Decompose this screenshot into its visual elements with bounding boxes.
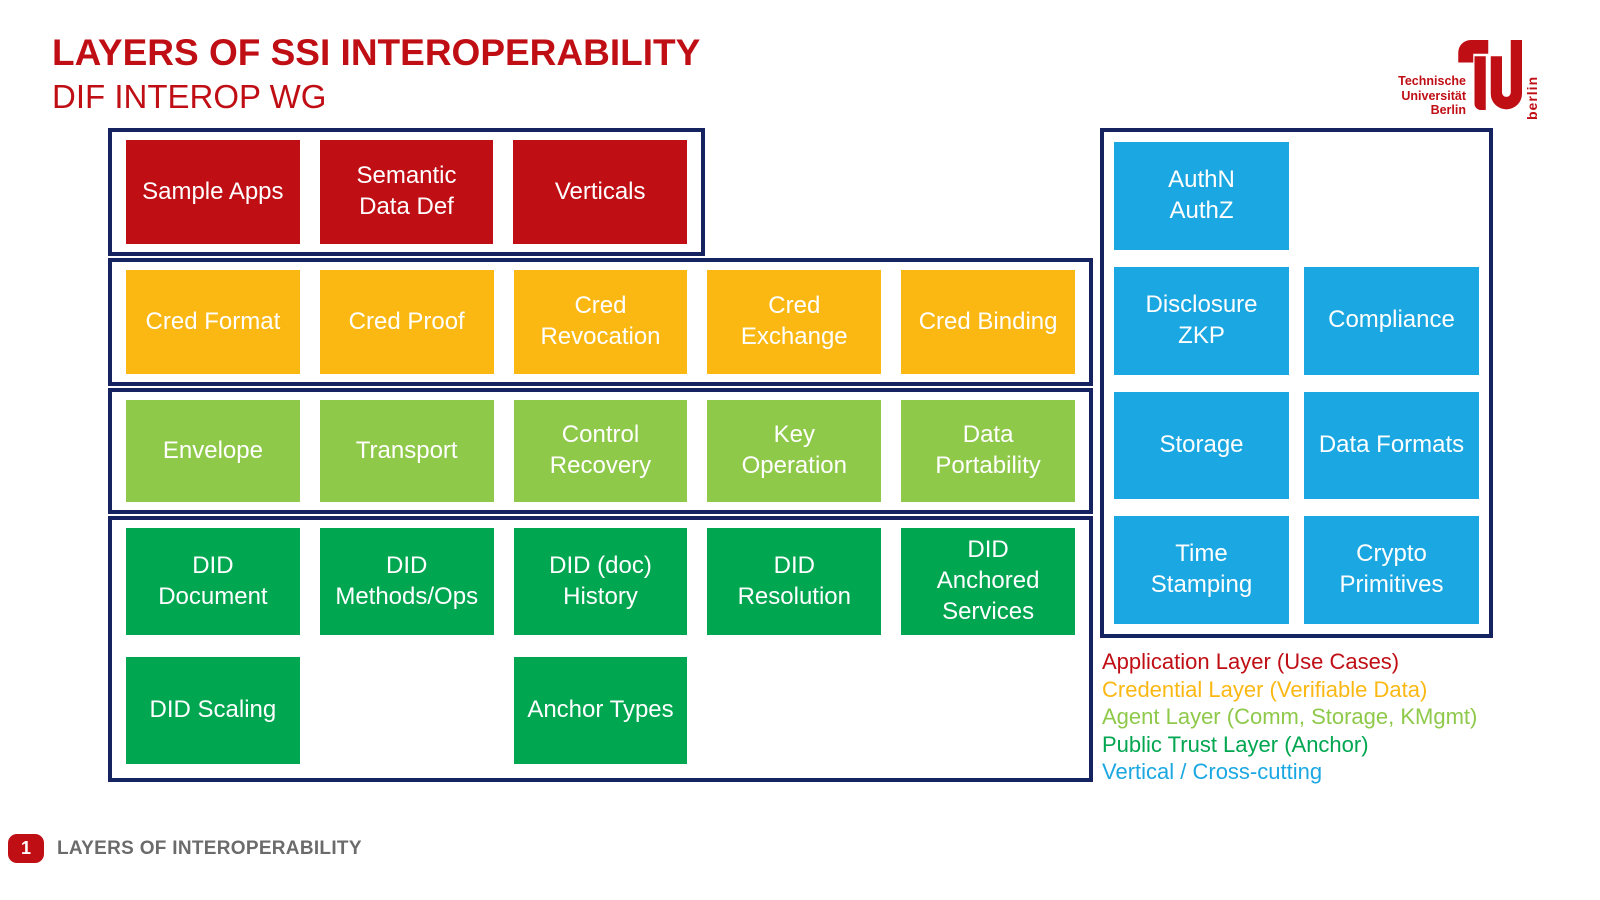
box-storage: Storage (1114, 391, 1289, 500)
vertical-cross-cutting-group: AuthN AuthZ Disclosure ZKP Compliance St… (1100, 128, 1493, 638)
box-authn-authz: AuthN AuthZ (1114, 142, 1289, 250)
box-did-scaling: DID Scaling (126, 657, 300, 764)
box-semantic-data-def: Semantic Data Def (319, 140, 494, 244)
box-did-doc-history: DID (doc) History (513, 528, 688, 635)
logo-line-2: Universität (1401, 88, 1466, 103)
logo-line-1: Technische (1398, 74, 1466, 88)
box-envelope: Envelope (126, 400, 300, 502)
box-cred-revocation: Cred Revocation (513, 270, 688, 374)
page-number-badge: 1 (8, 834, 44, 863)
legend-credential-layer: Credential Layer (Verifiable Data) (1102, 676, 1428, 702)
agent-layer-group: Envelope Transport Control Recovery Key … (108, 388, 1093, 514)
box-did-document: DID Document (126, 528, 300, 635)
box-control-recovery: Control Recovery (513, 400, 688, 502)
box-time-stamping: Time Stamping (1114, 516, 1289, 624)
box-did-methods-ops: DID Methods/Ops (319, 528, 494, 635)
slide-footer: 1 LAYERS OF INTEROPERABILITY (8, 834, 362, 863)
box-did-resolution: DID Resolution (707, 528, 882, 635)
vertical-cross-cutting-grid: AuthN AuthZ Disclosure ZKP Compliance St… (1104, 132, 1489, 634)
legend-public-trust-layer: Public Trust Layer (Anchor) (1102, 731, 1369, 757)
box-key-operation: Key Operation (707, 400, 882, 502)
tu-logo-mark-icon (1458, 40, 1522, 110)
legend-application-layer: Application Layer (Use Cases) (1102, 649, 1400, 674)
box-anchor-types: Anchor Types (513, 657, 688, 764)
application-layer-group: Sample Apps Semantic Data Def Verticals (108, 128, 705, 256)
logo-line-3: Berlin (1430, 103, 1466, 117)
box-compliance: Compliance (1304, 266, 1479, 375)
logo-berlin-label: berlin (1524, 75, 1540, 120)
page-title: LAYERS OF SSI INTEROPERABILITY (52, 32, 701, 73)
tu-berlin-logo-icon: berlin (1452, 38, 1552, 124)
box-data-portability: Data Portability (901, 400, 1075, 502)
box-cred-exchange: Cred Exchange (707, 270, 882, 374)
agent-layer-grid: Envelope Transport Control Recovery Key … (112, 392, 1089, 510)
box-cred-binding: Cred Binding (901, 270, 1075, 374)
legend-agent-layer: Agent Layer (Comm, Storage, KMgmt) (1102, 704, 1478, 729)
page-subtitle: DIF INTEROP WG (52, 78, 327, 115)
footer-title: LAYERS OF INTEROPERABILITY (57, 837, 362, 859)
box-sample-apps: Sample Apps (126, 140, 300, 244)
box-cred-proof: Cred Proof (319, 270, 494, 374)
credential-layer-grid: Cred Format Cred Proof Cred Revocation C… (112, 262, 1089, 382)
tu-berlin-logo-text: Technische Universität Berlin (1378, 74, 1466, 118)
application-layer-grid: Sample Apps Semantic Data Def Verticals (112, 132, 701, 252)
box-disclosure-zkp: Disclosure ZKP (1114, 266, 1289, 375)
box-crypto-primitives: Crypto Primitives (1304, 516, 1479, 624)
box-data-formats: Data Formats (1304, 391, 1479, 500)
credential-layer-group: Cred Format Cred Proof Cred Revocation C… (108, 258, 1093, 386)
layer-legend: Application Layer (Use Cases) Credential… (1102, 648, 1477, 786)
public-trust-layer-group: DID Document DID Methods/Ops DID (doc) H… (108, 516, 1093, 782)
box-verticals: Verticals (513, 140, 687, 244)
legend-vertical-cross-cutting: Vertical / Cross-cutting (1102, 759, 1323, 784)
box-transport: Transport (319, 400, 494, 502)
box-did-anchored-services: DID Anchored Services (901, 528, 1075, 635)
box-cred-format: Cred Format (126, 270, 300, 374)
public-trust-layer-grid: DID Document DID Methods/Ops DID (doc) H… (112, 520, 1089, 778)
